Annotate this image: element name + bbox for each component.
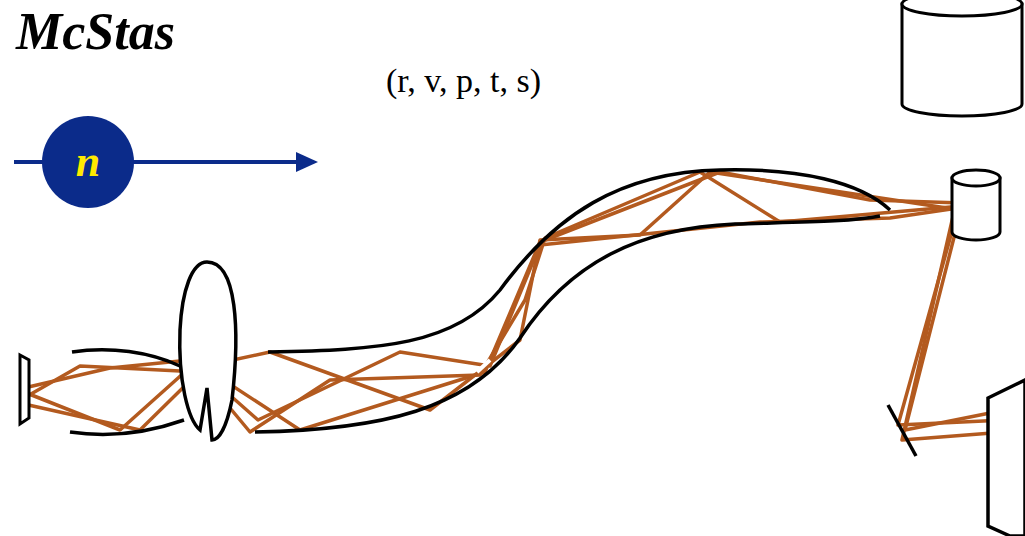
guide-wall xyxy=(255,216,880,432)
logo-arrowhead xyxy=(296,152,318,172)
logo-title: McStas xyxy=(16,2,175,61)
analyser xyxy=(888,405,916,456)
guide-wall xyxy=(268,170,890,352)
guide-wall xyxy=(72,350,180,366)
logo-circle: n xyxy=(42,116,134,208)
sample-environment xyxy=(902,0,1022,116)
detector xyxy=(988,380,1025,536)
chopper xyxy=(180,262,236,440)
state-vector: (r, v, p, t, s) xyxy=(386,62,541,100)
logo-letter: n xyxy=(76,140,100,184)
guide-wall xyxy=(70,420,184,434)
neutron-rays xyxy=(24,172,1005,440)
sample xyxy=(952,170,1000,240)
source xyxy=(20,355,29,424)
